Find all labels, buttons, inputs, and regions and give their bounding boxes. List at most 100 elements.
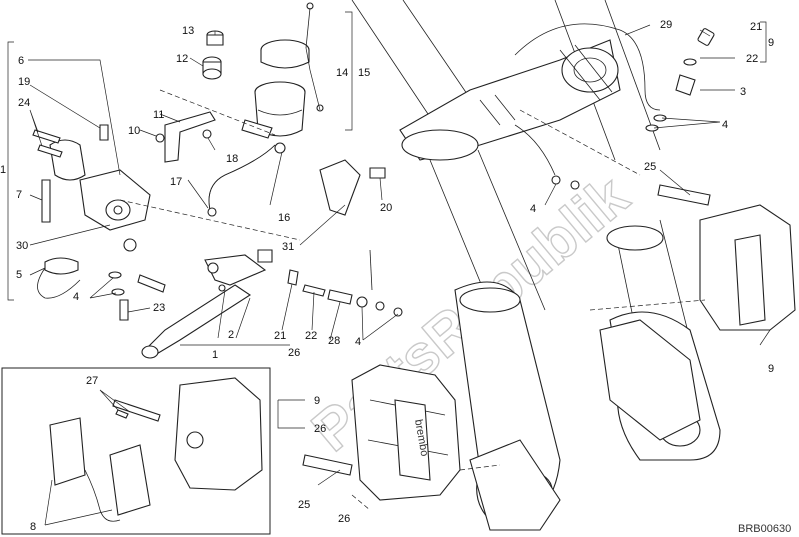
brake-hose-29 <box>514 23 661 111</box>
callout-2: 2 <box>228 329 234 341</box>
banjo-fitting-group <box>645 28 715 132</box>
clip-17 <box>207 207 217 217</box>
screw-20 <box>369 167 386 179</box>
lever-pivot <box>207 262 219 274</box>
callout-27: 27 <box>86 375 98 387</box>
switch-wire <box>37 267 81 299</box>
callout-28: 28 <box>328 335 340 347</box>
callout-labels: 1 1 2 3 4 4 4 4 5 6 7 8 9 9 9 10 11 12 1… <box>0 19 774 533</box>
callout-26-mid: 26 <box>288 347 300 359</box>
right-caliper-group <box>589 184 796 331</box>
pivot-hole <box>113 205 123 215</box>
callout-30: 30 <box>16 240 28 252</box>
leader-lines <box>7 11 771 526</box>
banjo-union-3 <box>675 74 696 96</box>
callout-9-right: 9 <box>768 363 774 375</box>
callout-9-inset: 9 <box>314 395 320 407</box>
left-dropout <box>469 439 561 531</box>
cap-13-body <box>206 34 224 46</box>
left-fork-tube <box>351 0 479 121</box>
callout-31: 31 <box>282 241 294 253</box>
callout-22-right: 22 <box>746 53 758 65</box>
hose-vertical <box>369 249 373 291</box>
screw-23 <box>119 299 129 321</box>
callout-13: 13 <box>182 25 194 37</box>
callout-10: 10 <box>128 125 140 137</box>
callout-5: 5 <box>16 269 22 281</box>
spring-clip <box>84 469 121 522</box>
callout-20: 20 <box>380 202 392 214</box>
banjo-21-mid <box>287 269 299 286</box>
reservoir-hose <box>208 144 276 211</box>
clamp-bolts <box>559 44 613 101</box>
left-clamp-ring <box>401 129 479 161</box>
callout-17: 17 <box>170 176 182 188</box>
washer-22 <box>683 58 697 66</box>
bolt-24b <box>37 144 63 158</box>
callout-8: 8 <box>30 521 36 533</box>
right-fork-seal <box>606 225 664 251</box>
screw-10 <box>155 133 165 143</box>
master-cylinder-clamp <box>49 139 86 181</box>
callout-15: 15 <box>358 67 370 79</box>
bolt-24a <box>32 129 61 144</box>
brake-lever <box>144 284 252 356</box>
guide-dash-1 <box>119 199 301 241</box>
washer-4d <box>111 288 125 296</box>
lever-mount <box>204 254 267 286</box>
lever-cap <box>257 249 273 263</box>
washer-4-mid <box>356 296 368 308</box>
callout-25-left: 25 <box>298 499 310 511</box>
clamp-pinch-bolts <box>479 94 516 126</box>
callout-4-right: 4 <box>722 119 728 131</box>
hose-fitting <box>551 175 561 185</box>
callout-1-bottom: 1 <box>212 349 218 361</box>
bleed-screw-21 <box>697 28 715 46</box>
washer-4b <box>645 124 659 132</box>
washer-22-mid <box>302 284 326 297</box>
inset-pads <box>49 377 263 522</box>
guide-dash-2 <box>159 89 276 136</box>
lever-group <box>141 249 273 359</box>
callout-4-left: 4 <box>73 291 79 303</box>
callout-7: 7 <box>16 189 22 201</box>
inset-box <box>1 367 271 535</box>
pad-8a <box>49 417 86 486</box>
dash-26-left <box>351 494 371 511</box>
screw-19 <box>99 124 109 141</box>
callout-4-fork: 4 <box>530 203 536 215</box>
washer-4-mid-c <box>393 307 403 317</box>
reservoir-hose-inner <box>208 144 276 211</box>
guide-dash-4 <box>459 464 501 471</box>
bracket-11 <box>164 111 216 163</box>
reservoir-cap-skirt <box>260 50 310 69</box>
callout-14: 14 <box>336 67 348 79</box>
brake-switch-5 <box>44 257 79 275</box>
right-caliper-pad <box>734 234 766 326</box>
hose-washer <box>570 180 580 190</box>
callout-11: 11 <box>153 109 164 121</box>
reservoir-level-line <box>257 109 303 116</box>
dash-right-caliper <box>589 299 706 311</box>
callout-24: 24 <box>18 97 30 109</box>
right-clamp-bore <box>573 57 607 83</box>
callout-26-bottom: 26 <box>338 513 350 525</box>
brake-hose-upper <box>514 124 556 176</box>
callout-3: 3 <box>740 86 746 98</box>
clip-16 <box>274 142 286 154</box>
left-fork-seal <box>459 287 521 313</box>
screw-18 <box>202 129 212 139</box>
master-cylinder-group <box>32 124 166 321</box>
callout-29: 29 <box>660 19 672 31</box>
callout-23: 23 <box>153 302 165 314</box>
callout-26-inset: 26 <box>314 423 326 435</box>
washer-4c <box>108 271 122 279</box>
washer-4-mid-b <box>375 301 385 311</box>
callout-12: 12 <box>176 53 188 65</box>
diagram-code: BRB00630 <box>738 523 791 535</box>
callout-19: 19 <box>18 76 30 88</box>
reservoir-group <box>202 2 324 139</box>
lever-pin <box>218 284 226 292</box>
right-clamp-ring <box>561 47 619 93</box>
